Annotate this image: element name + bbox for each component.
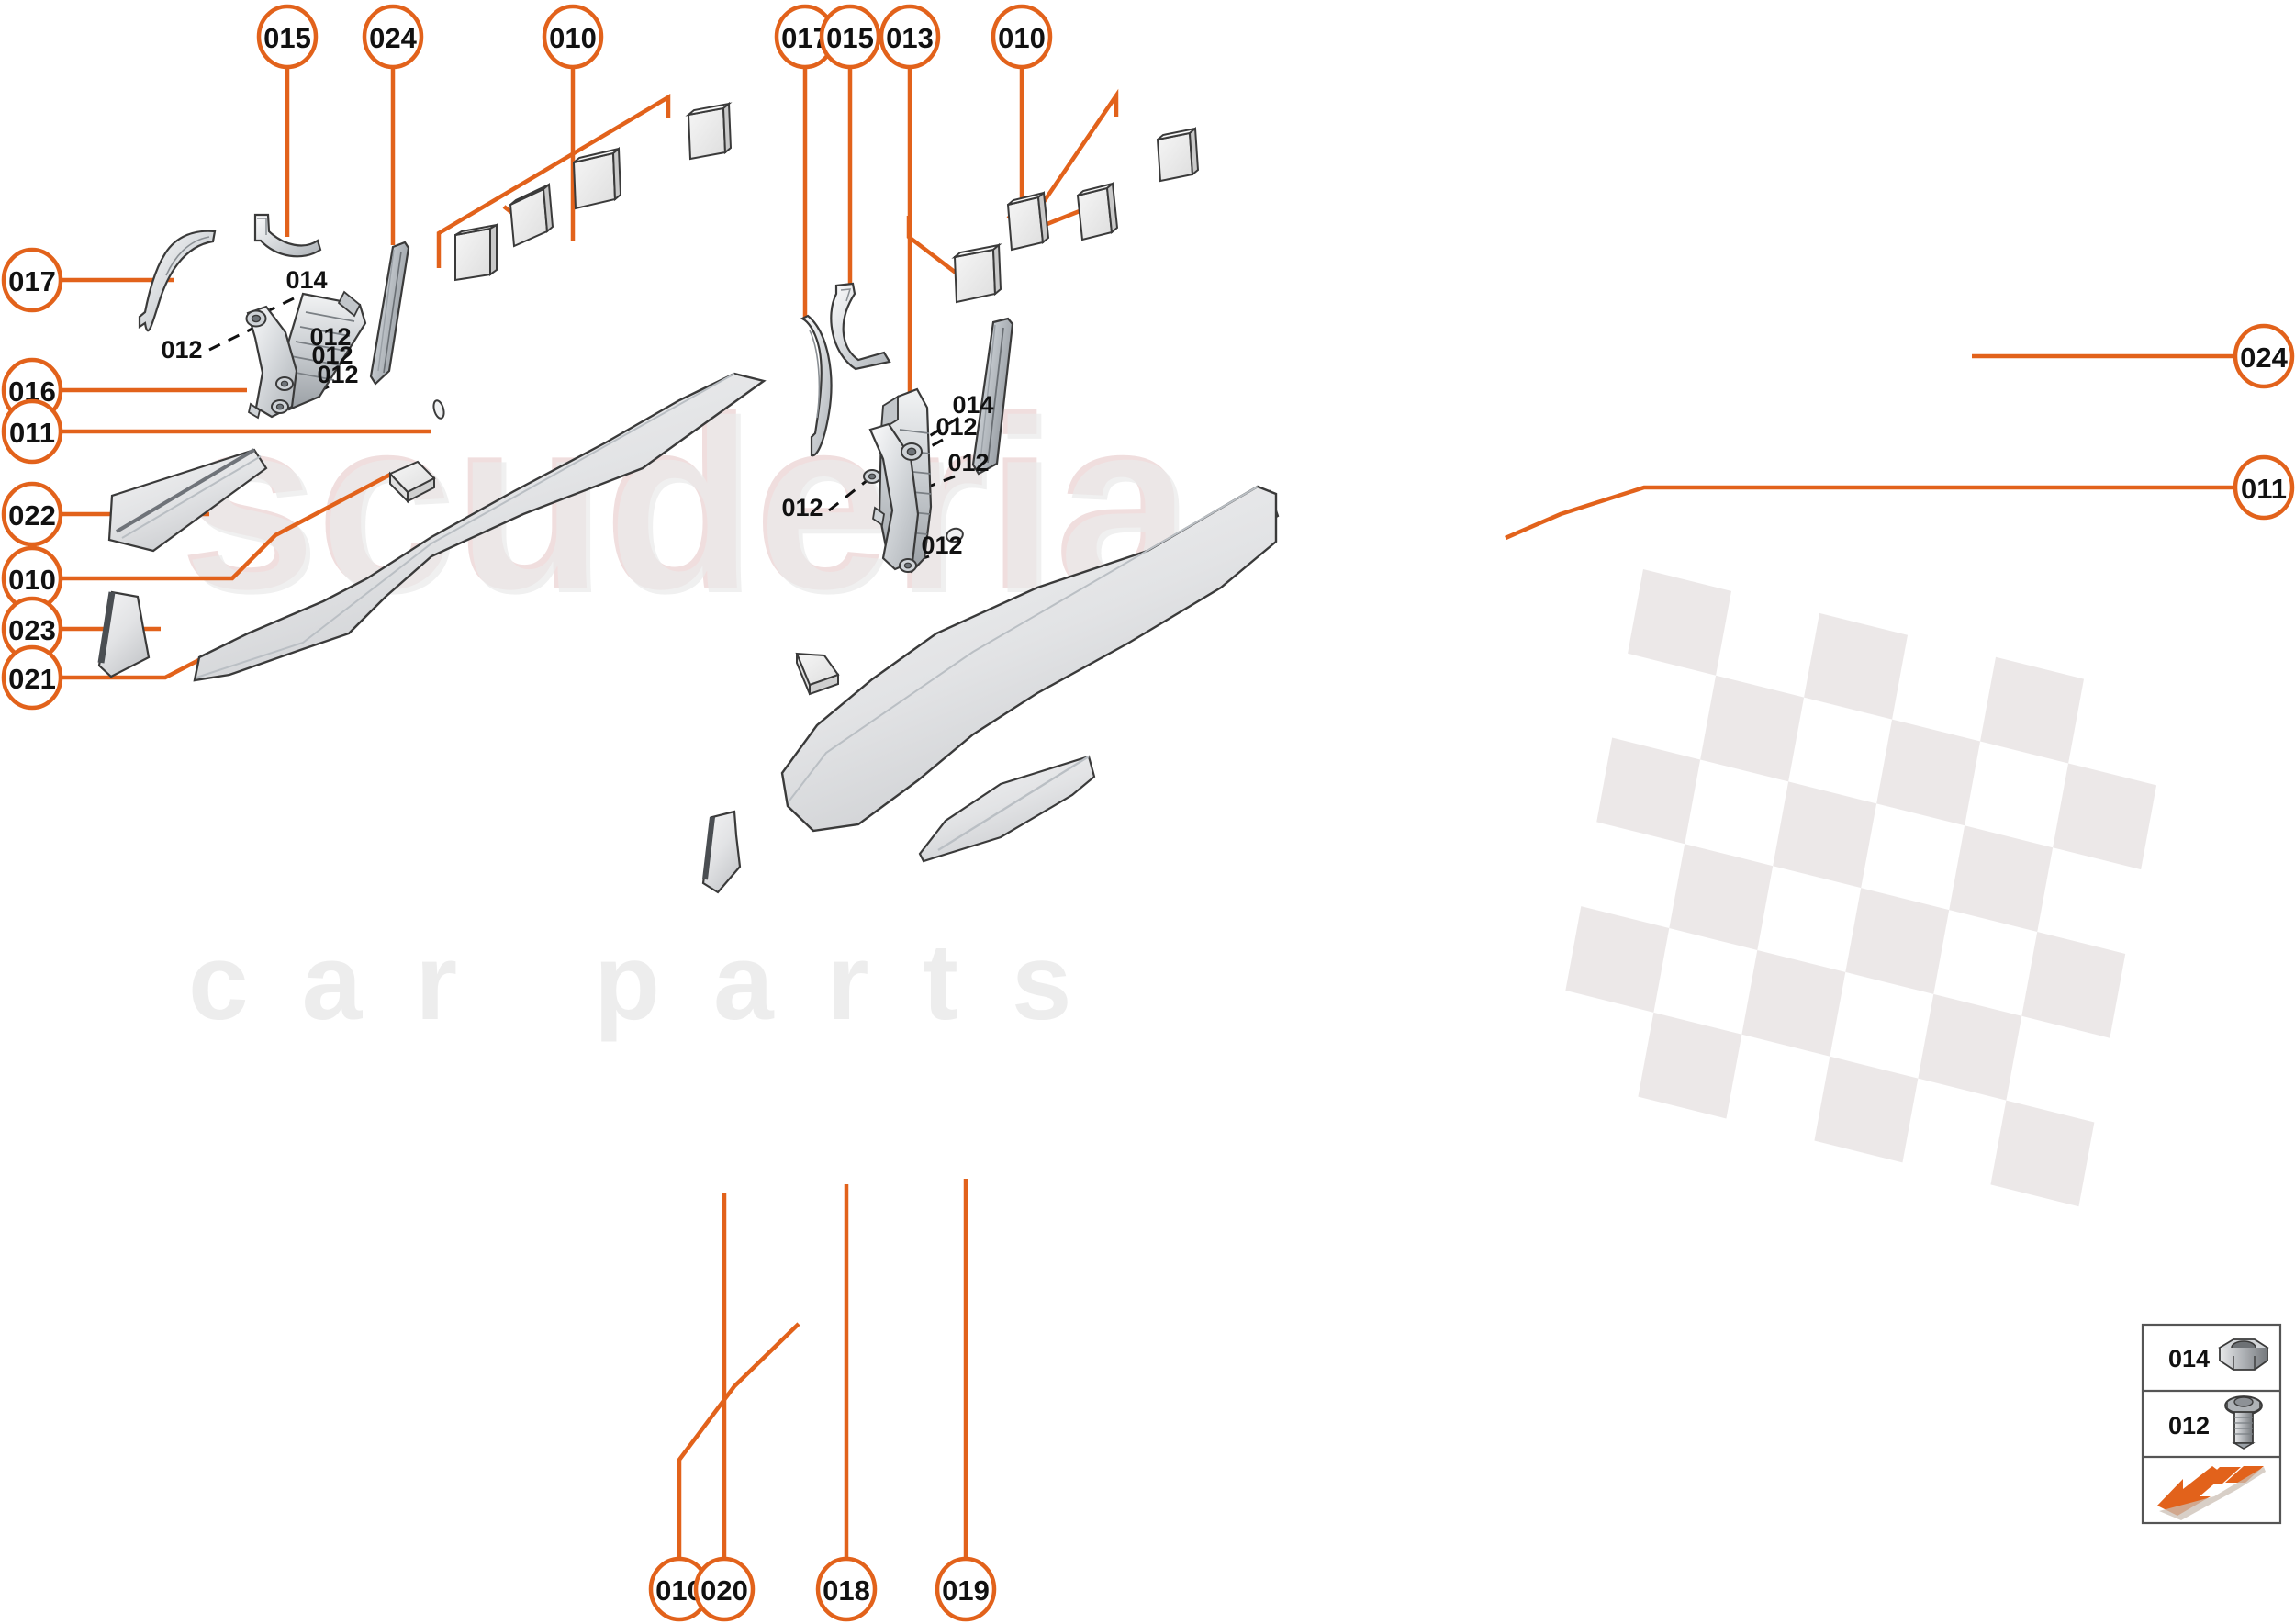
inline-label-012-left-4: 012 <box>317 361 358 388</box>
insulation-pad <box>454 223 498 282</box>
hex-nut-icon <box>2218 1338 2269 1371</box>
leader-010-topr-b1 <box>906 216 973 286</box>
legend-row-arrow <box>2157 1466 2266 1520</box>
part-018-sill-cover-large <box>780 485 1278 833</box>
callout-label: 021 <box>8 663 56 695</box>
callout-020-bottom[interactable]: 020 <box>693 1556 756 1622</box>
part-024-left-rail <box>369 241 410 386</box>
callout-label: 013 <box>886 22 934 54</box>
part-015-left-clip <box>253 213 322 258</box>
watermark-scuderia-text: scuderia scuderia car parts <box>179 364 1197 1043</box>
callout-022-left[interactable]: 022 <box>1 481 63 547</box>
callout-label: 018 <box>823 1574 870 1607</box>
insulation-pad <box>1076 182 1119 241</box>
part-017-left-pillar-trim <box>138 230 217 332</box>
watermark-layer: scuderia scuderia car parts <box>179 364 2157 1207</box>
svg-text:car parts: car parts <box>188 922 1125 1043</box>
insulation-pad <box>572 146 622 210</box>
part-022-sill-trim <box>107 448 268 553</box>
part-010-single-pad-bottom <box>795 652 840 696</box>
insulation-pad <box>685 101 733 161</box>
part-021-sill-cover-large <box>193 372 767 682</box>
callout-010-top-right[interactable]: 010 <box>991 4 1053 70</box>
part-015-right-clip <box>830 282 891 371</box>
insulation-pad <box>1156 126 1200 183</box>
callout-label: 010 <box>8 564 56 596</box>
callout-010-left[interactable]: 010 <box>1 545 63 611</box>
insulation-pad <box>1006 191 1050 252</box>
callout-label: 015 <box>826 22 874 54</box>
inline-label-012-right-4: 012 <box>921 532 962 559</box>
callout-label: 011 <box>9 417 55 449</box>
inline-label-012-right-2: 012 <box>947 449 989 476</box>
callout-label: 010 <box>549 22 597 54</box>
callout-label: 011 <box>2241 473 2287 505</box>
inline-label-012-left-3: 012 <box>311 342 353 369</box>
inline-label-012-left-1: 012 <box>161 336 202 364</box>
callout-label: 017 <box>8 265 56 297</box>
callout-011-left[interactable]: 011 <box>1 398 63 465</box>
dash-014-right <box>917 416 959 445</box>
dash-012-left1 <box>208 323 261 352</box>
callout-015-top-right[interactable]: 015 <box>819 4 881 70</box>
leader-021-left <box>61 651 215 680</box>
dash-012-right3 <box>828 475 873 512</box>
callout-label: 020 <box>700 1574 748 1607</box>
legend-label-014: 014 <box>2168 1345 2210 1372</box>
orange-arrow-icon <box>2157 1466 2266 1520</box>
inline-labels: 014 012 012 012 012 014 012 012 012 012 <box>161 266 993 559</box>
leader-010-left <box>61 473 392 581</box>
part-020-corner-trim <box>701 810 742 894</box>
inline-label-012-right-3: 012 <box>781 494 823 521</box>
leader-010-topr-b2 <box>1020 88 1119 236</box>
insulation-pad <box>951 242 1002 304</box>
part-013-right-hinge-bracket <box>863 387 964 574</box>
part-010-single-pad-left <box>388 460 436 504</box>
leader-010-topl-branch <box>436 94 671 268</box>
callout-label: 015 <box>263 22 311 54</box>
callout-023-left[interactable]: 023 <box>1 596 63 662</box>
legend-box: 014 012 <box>2141 1323 2282 1525</box>
callout-label: 024 <box>2240 342 2288 374</box>
part-011-left-grommet <box>432 399 445 420</box>
callout-021-left[interactable]: 021 <box>1 644 63 711</box>
callout-015-top[interactable]: 015 <box>256 4 319 70</box>
callout-label: 023 <box>8 614 56 646</box>
dash-014-left <box>253 297 295 319</box>
callout-label: 022 <box>8 499 56 532</box>
torx-bolt-icon <box>2224 1395 2263 1450</box>
callout-013-top-right[interactable]: 013 <box>879 4 941 70</box>
leader-011-right <box>1505 485 2235 541</box>
watermark-checkered-flag <box>1565 569 2157 1207</box>
inline-label-012-left-2: 012 <box>309 323 351 351</box>
part-017-right-pillar-trim <box>800 314 833 457</box>
callout-label: 024 <box>369 22 417 54</box>
legend-row-012: 012 <box>2168 1395 2263 1450</box>
part-019-sill-trim-strip <box>918 755 1096 863</box>
callout-011-right[interactable]: 011 <box>2233 454 2295 521</box>
legend-label-012: 012 <box>2168 1412 2210 1439</box>
callout-label: 010 <box>998 22 1046 54</box>
callout-024-right[interactable]: 024 <box>2233 323 2295 389</box>
inline-label-012-right-1: 012 <box>935 413 977 441</box>
part-023-corner-trim <box>97 590 151 678</box>
leader-010-bot <box>677 1322 800 1559</box>
callout-017-left[interactable]: 017 <box>1 247 63 313</box>
part-016-left-hinge-bracket <box>245 290 367 420</box>
callout-010-top-left[interactable]: 010 <box>542 4 604 70</box>
part-024-right-rail <box>971 317 1014 476</box>
callout-018-bottom[interactable]: 018 <box>815 1556 878 1622</box>
legend-row-014: 014 <box>2168 1338 2269 1372</box>
leader-lines <box>61 68 2235 1559</box>
insulation-pad <box>509 183 554 248</box>
callout-bubbles: 015 024 010 017 015 013 <box>1 4 2295 1622</box>
inline-label-014-right: 014 <box>952 391 993 419</box>
callout-label: 019 <box>942 1574 990 1607</box>
part-010-left-pads <box>454 101 733 282</box>
callout-024-top[interactable]: 024 <box>362 4 424 70</box>
callout-019-bottom[interactable]: 019 <box>935 1556 997 1622</box>
part-010-right-pads <box>951 126 1200 304</box>
inline-label-014-left: 014 <box>285 266 327 294</box>
